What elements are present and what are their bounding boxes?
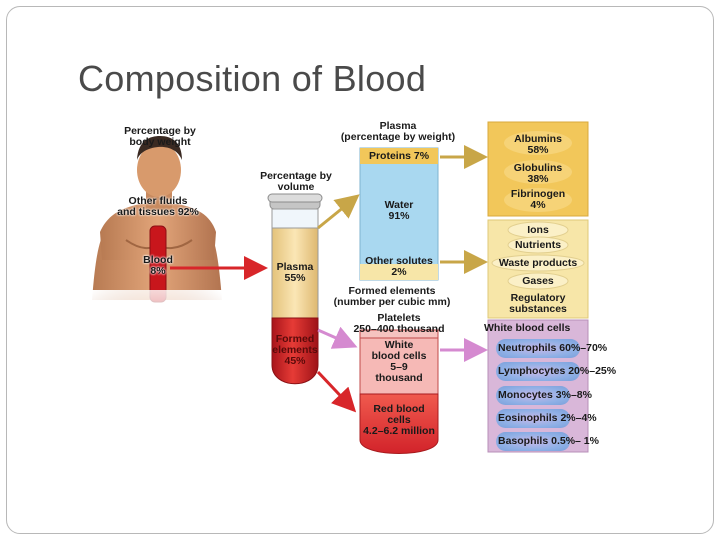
lymphocytes-row: Lymphocytes 20%–25%	[498, 365, 617, 377]
other-solutes-band	[360, 264, 438, 280]
plasma-heading: Plasma(percentage by weight)	[340, 120, 456, 143]
plasma-box	[359, 147, 439, 281]
formed-elements-heading: Formed elements(number per cubic mm)	[333, 285, 451, 308]
slide-title: Composition of Blood	[78, 58, 427, 99]
lymphocytes-pill	[496, 362, 580, 381]
nutrients-label: Nutrients	[514, 239, 562, 251]
monocytes-pill	[496, 386, 570, 405]
human-figure-illustration	[60, 136, 250, 490]
eosinophils-pill	[496, 409, 570, 428]
neutrophils-row: Neutrophils 60%–70%	[498, 342, 608, 354]
proteins-label: Proteins 7%	[368, 150, 430, 162]
ions-label: Ions	[527, 224, 549, 236]
monocytes-row: Monocytes 3%–8%	[498, 389, 592, 401]
test-tube-illustration	[267, 193, 323, 385]
proteins-band	[360, 148, 438, 164]
gases-label: Gases	[522, 275, 554, 287]
formed-elements-beaker	[359, 329, 439, 454]
arrow-tube-to-rbc	[316, 370, 357, 413]
neutrophils-pill	[496, 339, 580, 358]
arrow-tube-to-plasma	[317, 194, 360, 230]
basophils-row: Basophils 0.5%– 1%	[498, 435, 599, 447]
eosinophils-row: Eosinophils 2%–4%	[498, 412, 597, 424]
arrow-tube-to-formed	[317, 326, 358, 349]
waste-products-label: Waste products	[498, 257, 578, 269]
basophils-pill	[496, 432, 570, 451]
wbc-breakdown-heading: White blood cells	[484, 322, 571, 334]
